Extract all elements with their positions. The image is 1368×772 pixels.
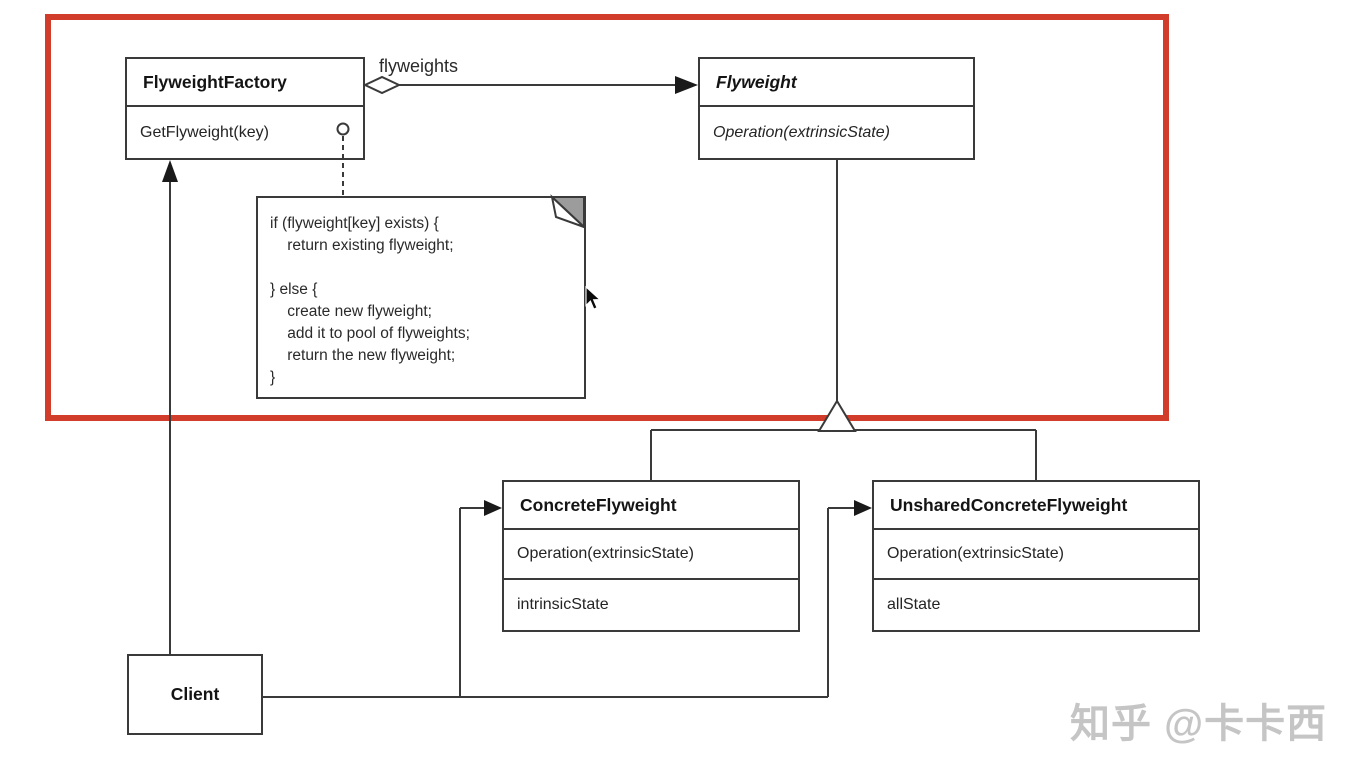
note-line: } else { <box>270 281 318 298</box>
class-unshared-concrete-flyweight: UnsharedConcreteFlyweight Operation(extr… <box>872 480 1200 632</box>
highlight-rectangle <box>45 14 1169 421</box>
class-method: GetFlyweight(key) <box>140 123 269 141</box>
client-concrete-arrow-icon <box>484 500 502 516</box>
class-method: Operation(extrinsicState) <box>874 530 1198 580</box>
class-method: Operation(extrinsicState) <box>504 530 798 580</box>
class-title: Flyweight <box>700 59 973 107</box>
class-flyweight: Flyweight Operation(extrinsicState) <box>698 57 975 160</box>
aggregation-label: flyweights <box>379 56 459 76</box>
note-line: create new flyweight; <box>270 303 432 320</box>
note-line: if (flyweight[key] exists) { <box>270 215 439 232</box>
class-title: UnsharedConcreteFlyweight <box>874 482 1198 530</box>
note-line <box>270 257 576 279</box>
note-line: } <box>270 369 276 386</box>
client-unshared-arrow-icon <box>854 500 872 516</box>
class-title: Client <box>170 684 220 704</box>
note-line: return the new flyweight; <box>270 347 456 364</box>
class-concrete-flyweight: ConcreteFlyweight Operation(extrinsicSta… <box>502 480 800 632</box>
class-method: Operation(extrinsicState) <box>713 123 890 141</box>
class-attribute: intrinsicState <box>517 596 609 613</box>
pseudocode-note: if (flyweight[key] exists) { return exis… <box>256 196 586 399</box>
class-flyweight-factory: FlyweightFactory GetFlyweight(key) <box>125 57 365 160</box>
class-client: Client <box>127 654 263 735</box>
watermark-text: 知乎 @卡卡西 <box>1070 702 1328 746</box>
class-attribute: allState <box>887 596 941 613</box>
note-line: return existing flyweight; <box>270 237 454 254</box>
class-title: FlyweightFactory <box>127 59 363 107</box>
class-title: ConcreteFlyweight <box>504 482 798 530</box>
note-line: add it to pool of flyweights; <box>270 325 470 342</box>
